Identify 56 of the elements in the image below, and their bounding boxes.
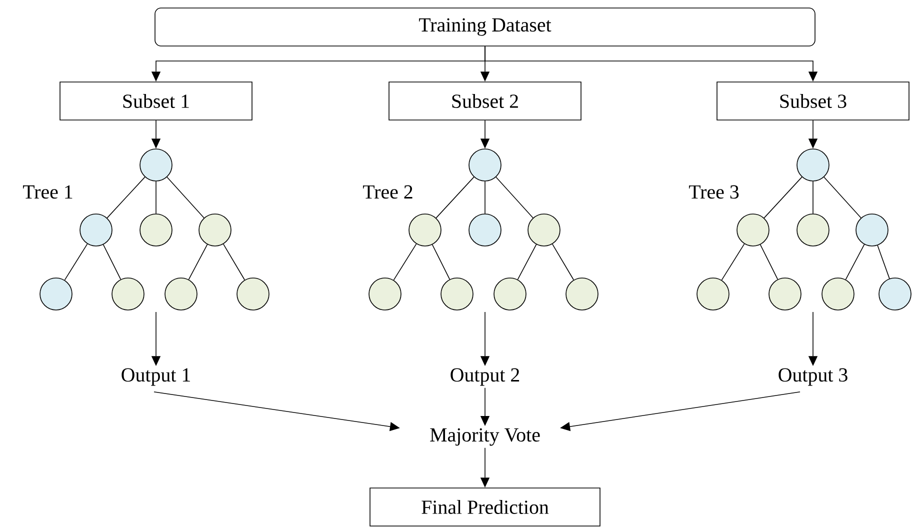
connector-line: [484, 181, 486, 214]
tree-node-circle: [468, 214, 502, 246]
connector-line: [760, 244, 778, 280]
tree-node-circle: [140, 148, 172, 182]
output-text: Output 3: [778, 368, 848, 386]
connector-line: [432, 244, 450, 280]
tree-node-circle: [440, 278, 474, 310]
process-box: Subset 1: [60, 82, 252, 120]
connector-line: [496, 176, 534, 218]
tree-label: Tree 1: [23, 185, 72, 199]
connector-line: [436, 176, 474, 218]
connector-line: [824, 176, 862, 218]
tree-node-circle: [112, 278, 144, 310]
connector-line: [517, 244, 537, 280]
connector-line: [102, 244, 122, 280]
connector-line: [64, 244, 88, 280]
tree-node-circle: [696, 278, 730, 310]
tree-node-circle: [768, 278, 802, 310]
output-text: Output 2: [450, 368, 520, 386]
tree-node-circle: [40, 278, 72, 310]
connector-line: [393, 244, 417, 280]
process-box: Final Prediction: [370, 488, 600, 526]
connector-line: [166, 176, 204, 218]
tree-node-circle: [822, 278, 854, 310]
connector-line: [222, 244, 246, 280]
output-text: Output 1: [122, 368, 190, 386]
process-box: Subset 2: [388, 82, 582, 120]
tree-node-circle: [796, 148, 830, 182]
tree-node-circle: [80, 214, 112, 246]
tree-node-circle: [408, 214, 442, 246]
connector-line: [845, 244, 865, 280]
tree-node-circle: [878, 278, 912, 310]
output-text: Majority Vote: [430, 428, 540, 446]
tree-node-circle: [566, 278, 598, 310]
connector-line: [877, 245, 890, 279]
tree-label: Tree 3: [689, 185, 739, 199]
connector-line: [812, 181, 814, 214]
tree-node-circle: [368, 278, 402, 310]
tree-node-circle: [494, 278, 526, 310]
tree-node-circle: [468, 148, 502, 182]
connector-line: [188, 244, 208, 280]
tree-node-circle: [796, 214, 830, 246]
dataset-box: Training Dataset: [154, 8, 816, 46]
connector-line: [106, 176, 146, 218]
connector-line: [552, 244, 574, 280]
tree-node-circle: [736, 214, 770, 246]
tree-node-circle: [856, 214, 888, 246]
tree-node-circle: [140, 214, 172, 246]
tree-node-circle: [528, 214, 560, 246]
tree-node-circle: [198, 214, 232, 246]
connector-line: [721, 244, 745, 280]
tree-label: Tree 2: [363, 185, 412, 199]
tree-node-circle: [236, 278, 270, 310]
tree-node-circle: [164, 278, 198, 310]
process-box: Subset 3: [716, 82, 910, 120]
connector-line: [764, 176, 802, 218]
